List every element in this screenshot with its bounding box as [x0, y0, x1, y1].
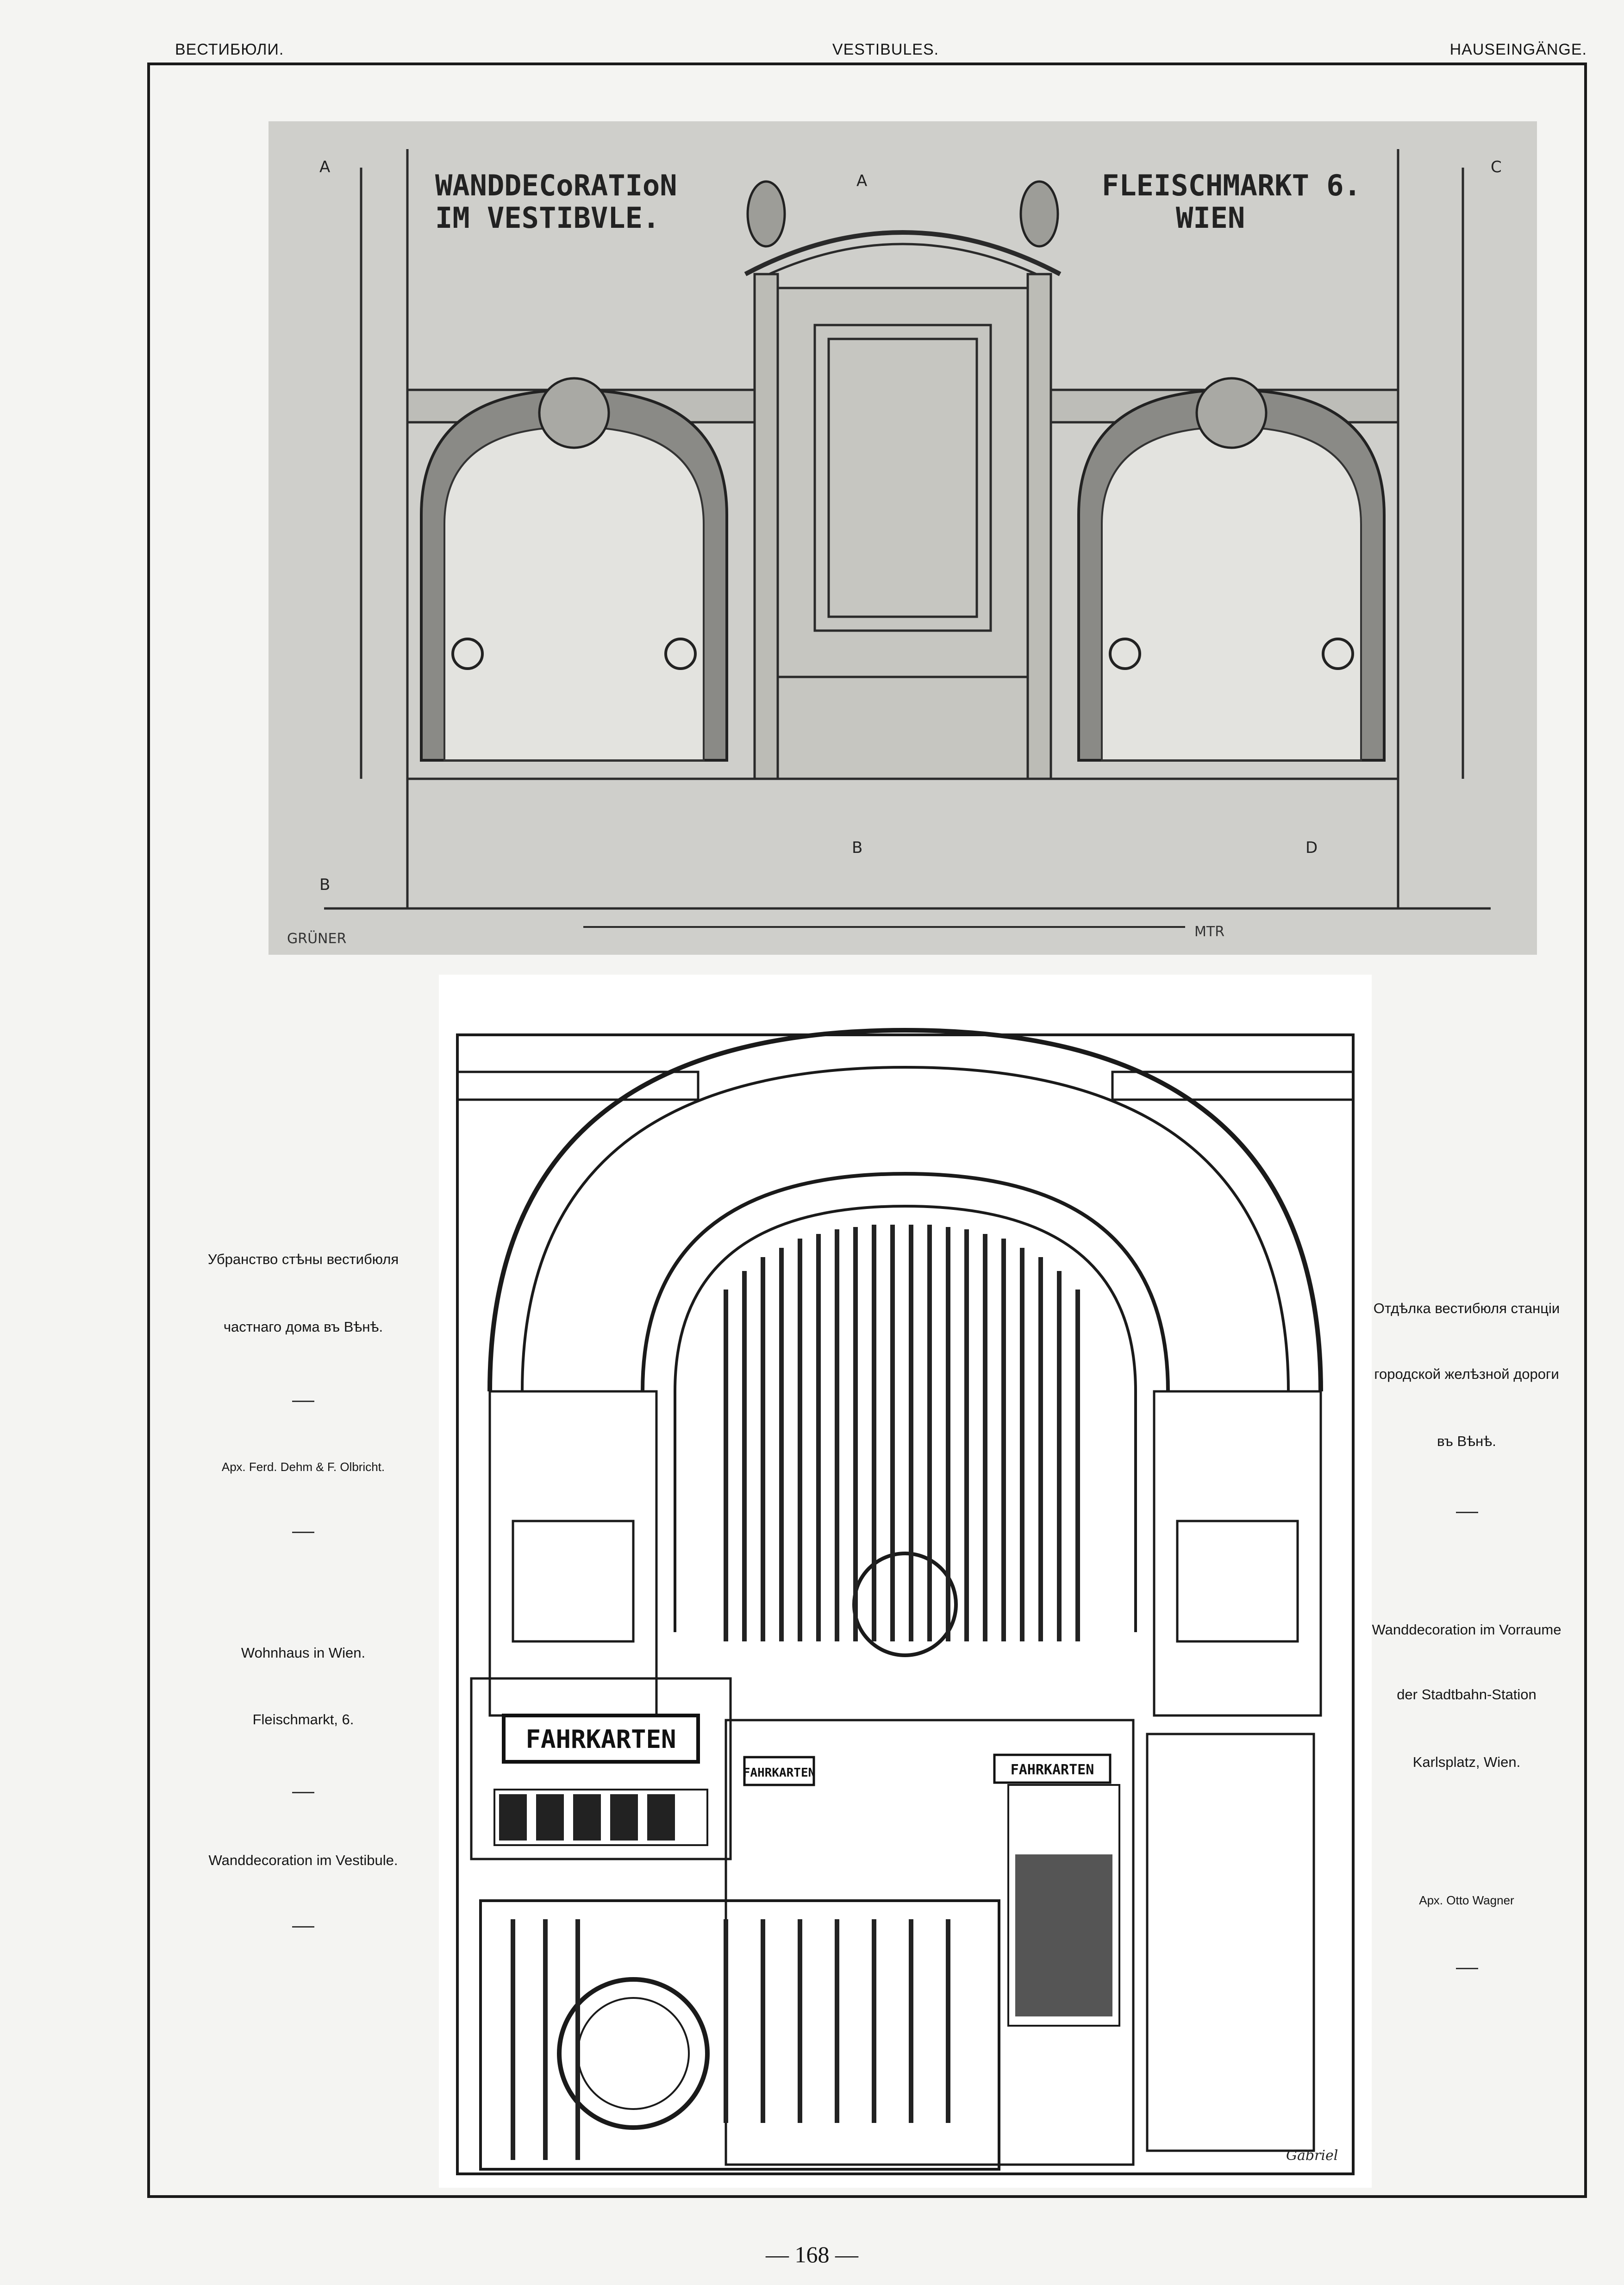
section-mark-d: D [1305, 839, 1318, 857]
left-caption-line2: частнаго дома въ Вѣнѣ. [223, 1319, 383, 1335]
right-caption-line1: Отдѣлка вестибюля станціи [1373, 1300, 1560, 1316]
section-mark-c: C [1491, 158, 1502, 176]
sign-fahrkarten-left: FAHRKARTEN [743, 1766, 816, 1780]
right-caption-line4: Wanddecoration im Vorraume [1372, 1621, 1562, 1638]
right-caption-divider [1456, 1968, 1478, 1969]
page-frame [147, 63, 1587, 2198]
left-caption-divider [292, 1792, 314, 1793]
left-caption-line3: Wohnhaus in Wien. [241, 1645, 366, 1661]
left-caption-line4: Fleischmarkt, 6. [252, 1711, 354, 1728]
plate-place-line2: WIEN [1176, 201, 1245, 235]
left-caption-divider [292, 1926, 314, 1928]
running-header-center: VESTIBULES. [832, 41, 939, 58]
left-caption-architect: Арх. Ferd. Dehm & F. Olbricht. [221, 1460, 385, 1474]
plate-signature: GRÜNER [287, 930, 346, 947]
left-caption-divider [292, 1401, 314, 1402]
section-mark-b-center: B [852, 839, 862, 857]
right-caption-line2: городской желѣзной дороги [1374, 1366, 1559, 1382]
vestibule-elevation-drawing: WANDDECoRATIoN IM VESTIBVLE. FLEISCHMARK… [269, 121, 1537, 955]
plate-place-line1: FLEISCHMARKT 6. [1102, 169, 1361, 202]
plate-title-line2: IM VESTIBVLE. [435, 201, 660, 235]
running-header-right: HAUSEINGÄNGE. [1449, 41, 1587, 58]
grille-bars [511, 1225, 1080, 2160]
section-mark-b: B [319, 876, 330, 894]
right-caption-line3: въ Вѣнѣ. [1437, 1433, 1496, 1449]
right-caption-architect: Арх. Otto Wagner [1419, 1893, 1514, 1907]
sign-fahrkarten-main: FAHRKARTEN [525, 1725, 676, 1754]
sign-fahrkarten-right: FAHRKARTEN [1011, 1762, 1094, 1778]
right-caption-line5: der Stadtbahn-Station [1397, 1686, 1537, 1703]
section-mark-a-center: A [856, 172, 867, 190]
plate-signature-gabriel: Gabriel [1286, 2147, 1338, 2164]
left-caption-line5: Wanddecoration im Vestibule. [208, 1852, 398, 1868]
left-caption-line1: Убранство стѣны вестибюля [207, 1251, 399, 1267]
right-caption-divider [1456, 1512, 1478, 1513]
left-caption-divider [292, 1532, 314, 1533]
plate-karlsplatz-station: FAHRKARTEN FAHRKARTEN FAHRKARTEN Gabriel [439, 975, 1372, 2188]
plate-title-line1: WANDDECoRATIoN [435, 169, 677, 202]
plate-vestibule-fleischmarkt: WANDDECoRATIoN IM VESTIBVLE. FLEISCHMARK… [269, 121, 1537, 955]
running-header-left: ВЕСТИБЮЛИ. [175, 41, 284, 58]
section-mark-a: A [319, 158, 330, 176]
station-vestibule-drawing: FAHRKARTEN FAHRKARTEN FAHRKARTEN Gabriel [439, 975, 1372, 2188]
scale-unit: MTR [1194, 924, 1224, 940]
right-caption-line6: Karlsplatz, Wien. [1412, 1754, 1521, 1770]
page-number: — 168 — [766, 2241, 858, 2267]
